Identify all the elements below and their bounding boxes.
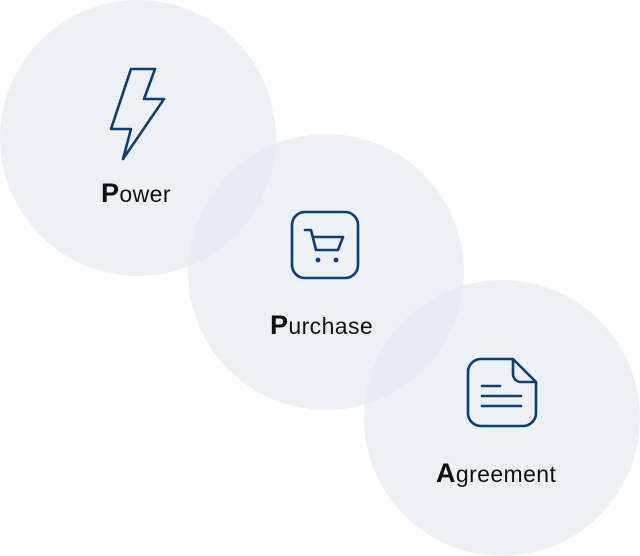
agreement-label: Agreement (436, 458, 556, 489)
purchase-label: Purchase (270, 310, 373, 341)
power-label-rest: ower (119, 181, 171, 207)
power-label: Power (101, 178, 171, 209)
agreement-label-initial: A (436, 458, 456, 488)
power-label-initial: P (101, 178, 120, 208)
shopping-cart-icon (290, 210, 362, 282)
document-icon (466, 356, 540, 430)
lightning-bolt-icon (106, 66, 170, 162)
agreement-label-rest: greement (455, 461, 557, 487)
agreement-circle (364, 280, 640, 556)
purchase-label-rest: urchase (288, 313, 374, 339)
purchase-label-initial: P (270, 310, 289, 340)
